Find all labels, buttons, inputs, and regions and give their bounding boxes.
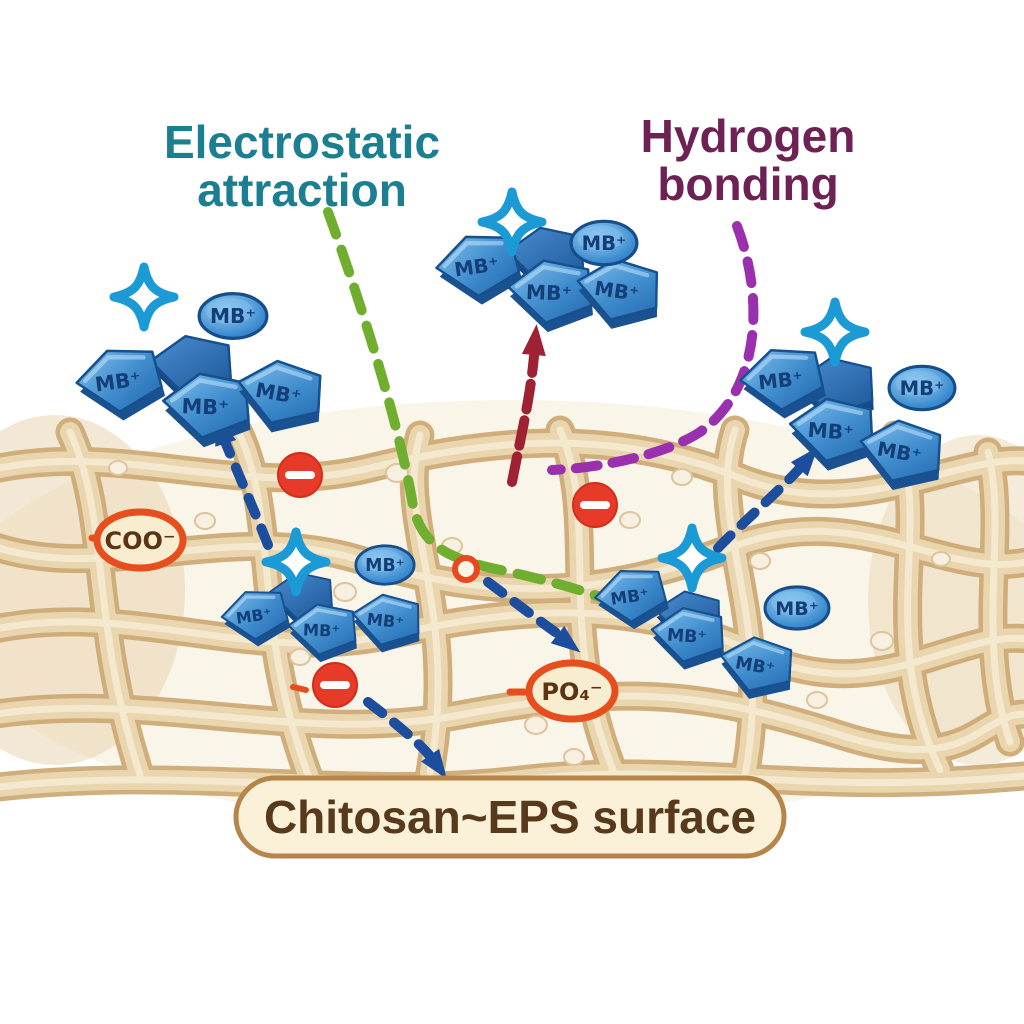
- mb-molecule-ellipse: MB⁺: [569, 219, 639, 267]
- svg-text:MB⁺: MB⁺: [666, 625, 707, 648]
- mb-molecule-ellipse: MB⁺: [197, 292, 269, 340]
- mb-molecule: MB⁺: [347, 590, 426, 658]
- svg-text:Hydrogen: Hydrogen: [641, 110, 856, 162]
- coo-functional-group: COO⁻: [88, 508, 187, 572]
- mb-molecule: MB⁺: [285, 601, 361, 666]
- svg-text:MB⁺: MB⁺: [775, 598, 819, 620]
- mb-molecule: MB⁺: [572, 255, 664, 335]
- title-hydrogen-bonding: Hydrogen bonding: [641, 110, 856, 210]
- hydrogen-bonding-line: [547, 221, 759, 475]
- po4-label: PO₄⁻: [541, 678, 602, 706]
- mb-molecule-ellipse: MB⁺: [887, 364, 957, 412]
- mb-molecule: MB⁺: [507, 259, 595, 333]
- coo-label: COO⁻: [104, 527, 175, 555]
- mb-molecule: MB⁺: [853, 415, 947, 498]
- mb-molecule: MB⁺: [712, 630, 800, 708]
- arrow-to-surface-bottom: [363, 697, 447, 779]
- surface-label: Chitosan~EPS surface: [264, 791, 756, 843]
- negative-charge-icon: [277, 452, 323, 498]
- svg-text:MB⁺: MB⁺: [526, 280, 573, 306]
- mb-molecule: MB⁺: [162, 373, 253, 449]
- mb-cluster-top-right: MB⁺ MB⁺ MB⁺ MB⁺: [738, 302, 957, 498]
- svg-text:MB⁺: MB⁺: [235, 604, 273, 628]
- mb-molecule-ellipse: MB⁺: [763, 585, 831, 631]
- svg-text:MB⁺: MB⁺: [582, 232, 627, 255]
- mb-molecule: MB⁺: [73, 344, 168, 427]
- mb-molecule: MB⁺: [647, 604, 729, 675]
- electrostatic-attraction-line: [323, 207, 605, 602]
- mb-molecule: MB⁺: [590, 563, 673, 636]
- mb-molecule: MB⁺: [231, 355, 328, 440]
- chitosan-eps-mesh: [0, 425, 1024, 788]
- binding-site-ring-icon: [452, 555, 480, 583]
- svg-text:MB⁺: MB⁺: [900, 377, 945, 400]
- bond-dash: [290, 684, 309, 693]
- svg-text:MB⁺: MB⁺: [757, 367, 804, 395]
- negative-charge-icon: [572, 482, 618, 528]
- surface-label-box: Chitosan~EPS surface: [233, 775, 787, 859]
- mb-cluster-top-center: MB⁺ MB⁺ MB⁺ MB⁺: [433, 192, 664, 335]
- arrow-to-surface-center: [483, 577, 581, 653]
- svg-text:Electrostatic: Electrostatic: [164, 116, 440, 168]
- negative-charge-icon: [312, 662, 358, 708]
- mb-cluster-top-left: MB⁺ MB⁺ MB⁺ MB⁺: [73, 267, 328, 449]
- svg-text:attraction: attraction: [197, 164, 407, 216]
- negative-charges: [277, 452, 618, 708]
- svg-text:MB⁺: MB⁺: [181, 394, 229, 420]
- svg-text:MB⁺: MB⁺: [807, 418, 855, 445]
- mb-molecule: MB⁺: [217, 584, 295, 653]
- plus-charge-icon: [114, 267, 174, 327]
- title-electrostatic-attraction: Electrostatic attraction: [164, 116, 440, 216]
- navy-arrows: [215, 415, 818, 779]
- mesh-node-bumps: [108, 460, 951, 766]
- mb-molecule-ellipse: MB⁺: [354, 544, 416, 586]
- desorption-red-arrow: [507, 324, 546, 487]
- svg-text:bonding: bonding: [657, 158, 838, 210]
- svg-text:MB⁺: MB⁺: [366, 610, 405, 633]
- mb-molecule: MB⁺: [738, 345, 828, 423]
- mb-molecule: MB⁺: [433, 230, 525, 310]
- svg-text:MB⁺: MB⁺: [303, 620, 341, 640]
- mb-molecule: MB⁺: [787, 397, 877, 474]
- po4-functional-group: PO₄⁻: [506, 659, 619, 723]
- svg-text:MB⁺: MB⁺: [210, 304, 256, 328]
- mb-cluster-surface-right: MB⁺ MB⁺ MB⁺ MB⁺: [590, 528, 831, 708]
- arrow-to-top-right-cluster: [713, 446, 818, 553]
- mb-cluster-surface-left: MB⁺ MB⁺ MB⁺ MB⁺: [217, 532, 426, 666]
- svg-text:MB⁺: MB⁺: [365, 556, 405, 576]
